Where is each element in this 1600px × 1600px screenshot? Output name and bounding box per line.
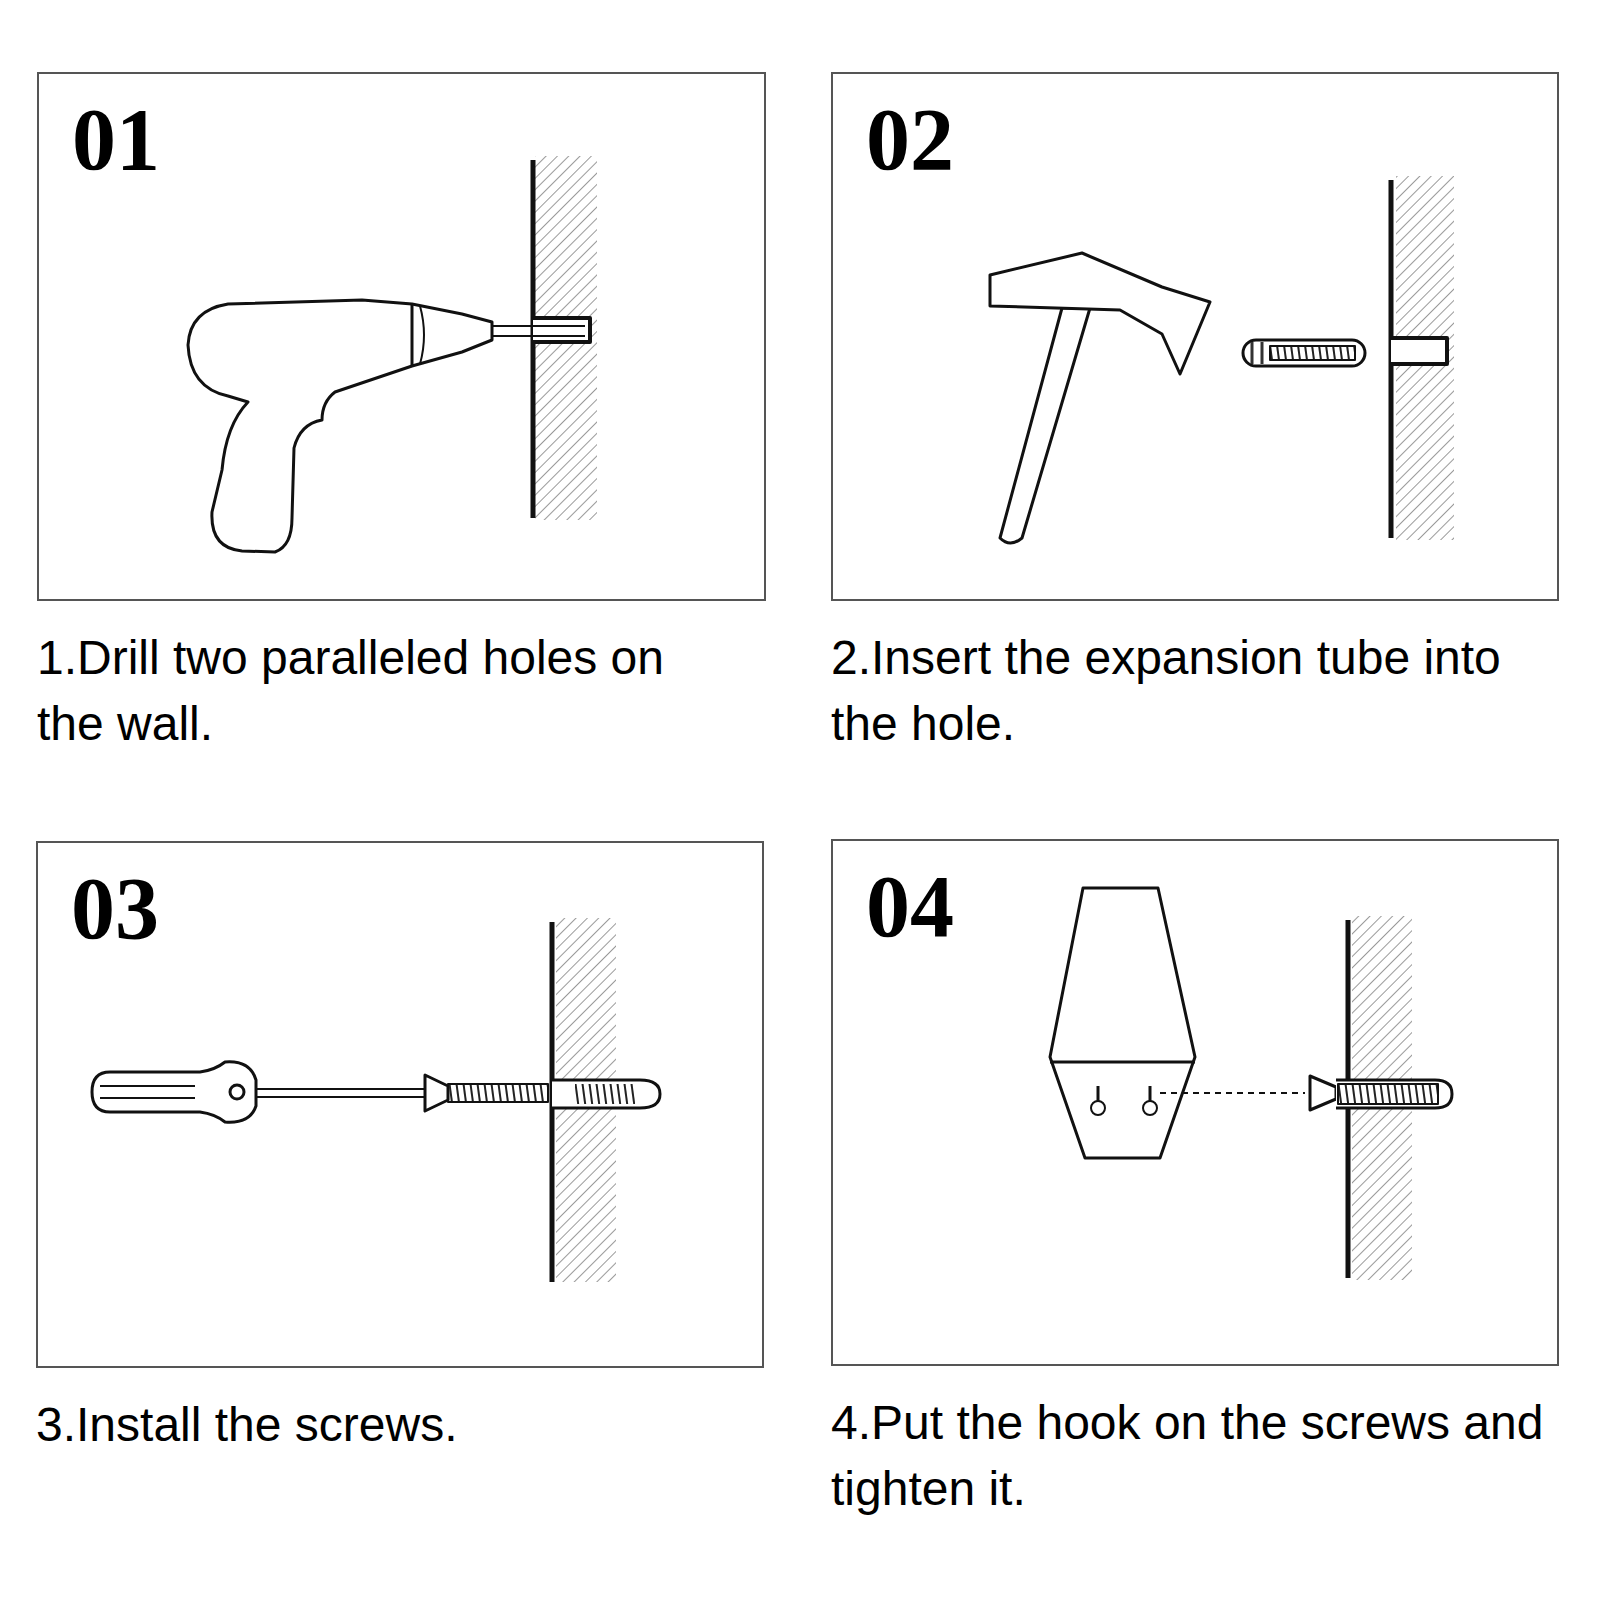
step-number: 01 [72, 96, 160, 184]
step-panel: 033.Install the screws. [36, 841, 764, 1368]
step-number: 04 [866, 863, 954, 951]
hook-scene [1050, 888, 1452, 1280]
step-caption: 2.Insert the expansion tube into the hol… [831, 625, 1551, 757]
step-panel: 022.Insert the expansion tube into the h… [831, 72, 1559, 601]
step-caption: 4.Put the hook on the screws and tighten… [831, 1390, 1561, 1522]
step-panel: 044.Put the hook on the screws and tight… [831, 839, 1559, 1366]
step-caption: 1.Drill two paralleled holes on the wall… [37, 625, 717, 757]
step-caption: 3.Install the screws. [36, 1392, 756, 1458]
step-number: 03 [71, 865, 159, 953]
step-panel: 011.Drill two paralleled holes on the wa… [37, 72, 766, 601]
hammer-scene [990, 176, 1454, 543]
drill-scene [188, 156, 597, 552]
screwdriver-scene [92, 918, 660, 1282]
step-number: 02 [866, 96, 954, 184]
